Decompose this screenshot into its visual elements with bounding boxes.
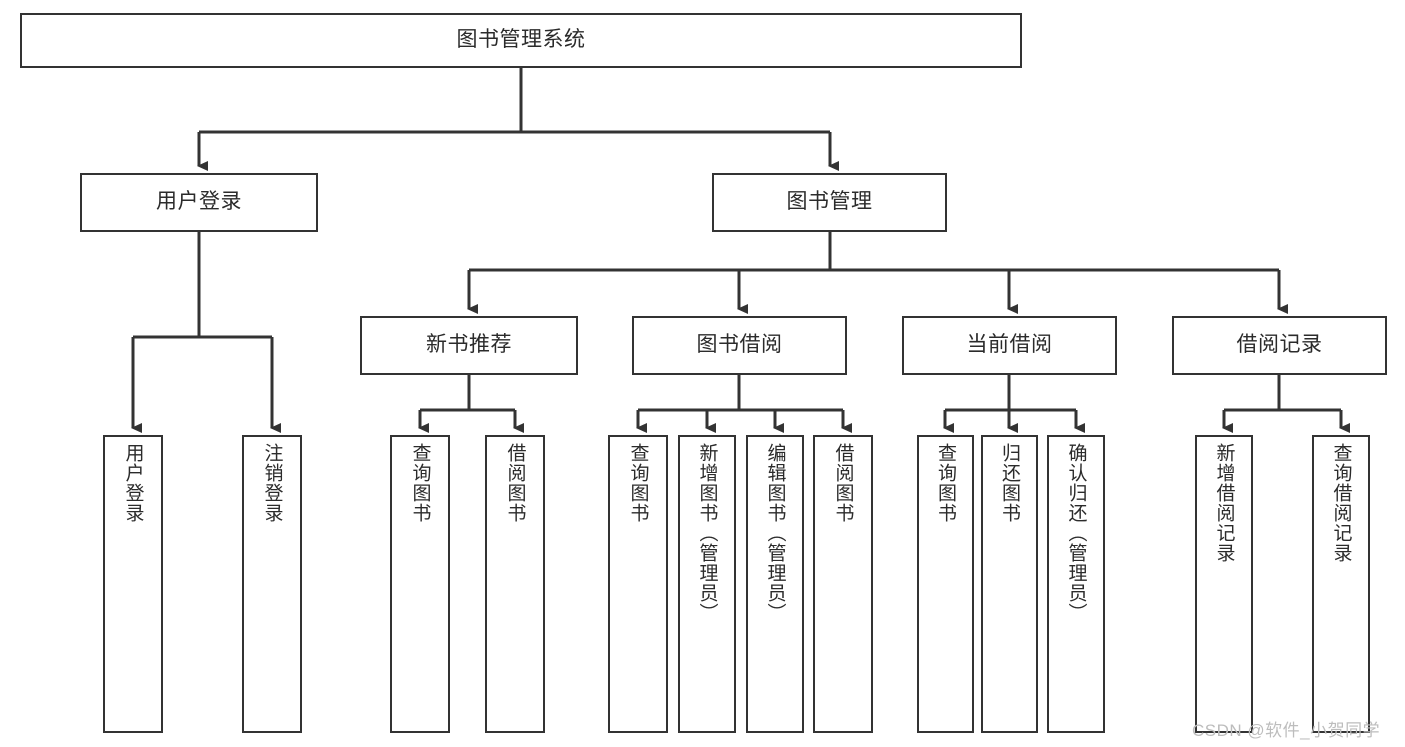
node-borrow-record[interactable]: 借阅记录: [1172, 316, 1387, 375]
node-root-label: 图书管理系统: [456, 28, 586, 52]
node-leaf-query-record[interactable]: 查询借阅记录: [1312, 435, 1370, 733]
node-book-borrow-label: 图书借阅: [696, 333, 783, 357]
node-leaf-confirm-return[interactable]: 确认归还（管理员）: [1047, 435, 1105, 733]
node-root[interactable]: 图书管理系统: [20, 13, 1022, 68]
node-leaf-query-book-a-label: 查询图书: [409, 443, 431, 523]
node-leaf-edit-book[interactable]: 编辑图书（管理员）: [746, 435, 804, 733]
node-leaf-return-book[interactable]: 归还图书: [981, 435, 1038, 733]
node-new-book-recommend[interactable]: 新书推荐: [360, 316, 578, 375]
node-leaf-borrow-book-b-label: 借阅图书: [832, 443, 854, 523]
node-leaf-add-book-label: 新增图书（管理员）: [696, 443, 718, 623]
node-leaf-add-record[interactable]: 新增借阅记录: [1195, 435, 1253, 733]
node-user-login[interactable]: 用户登录: [80, 173, 318, 232]
node-leaf-query-record-label: 查询借阅记录: [1330, 443, 1352, 563]
node-book-management[interactable]: 图书管理: [712, 173, 947, 232]
node-leaf-borrow-book-a[interactable]: 借阅图书: [485, 435, 545, 733]
node-current-borrow[interactable]: 当前借阅: [902, 316, 1117, 375]
node-leaf-query-book-c-label: 查询图书: [935, 443, 956, 523]
node-leaf-add-book[interactable]: 新增图书（管理员）: [678, 435, 736, 733]
node-book-borrow[interactable]: 图书借阅: [632, 316, 847, 375]
node-leaf-user-login-label: 用户登录: [122, 443, 144, 523]
node-leaf-borrow-book-b[interactable]: 借阅图书: [813, 435, 873, 733]
node-leaf-user-login[interactable]: 用户登录: [103, 435, 163, 733]
node-leaf-user-logout[interactable]: 注销登录: [242, 435, 302, 733]
watermark-text: CSDN @软件_小贺同学: [1192, 721, 1381, 740]
node-leaf-query-book-b[interactable]: 查询图书: [608, 435, 668, 733]
node-leaf-borrow-book-a-label: 借阅图书: [504, 443, 526, 523]
node-leaf-query-book-b-label: 查询图书: [627, 443, 649, 523]
node-leaf-add-record-label: 新增借阅记录: [1213, 443, 1235, 563]
node-book-management-label: 图书管理: [786, 190, 873, 214]
node-leaf-query-book-a[interactable]: 查询图书: [390, 435, 450, 733]
node-leaf-confirm-return-label: 确认归还（管理员）: [1065, 443, 1087, 623]
node-leaf-return-book-label: 归还图书: [999, 443, 1020, 523]
node-leaf-query-book-c[interactable]: 查询图书: [917, 435, 974, 733]
node-leaf-user-logout-label: 注销登录: [261, 443, 283, 523]
node-user-login-label: 用户登录: [156, 190, 242, 214]
node-leaf-edit-book-label: 编辑图书（管理员）: [764, 443, 786, 623]
node-new-book-recommend-label: 新书推荐: [426, 333, 512, 357]
node-borrow-record-label: 借阅记录: [1236, 333, 1323, 357]
node-current-borrow-label: 当前借阅: [966, 333, 1053, 357]
